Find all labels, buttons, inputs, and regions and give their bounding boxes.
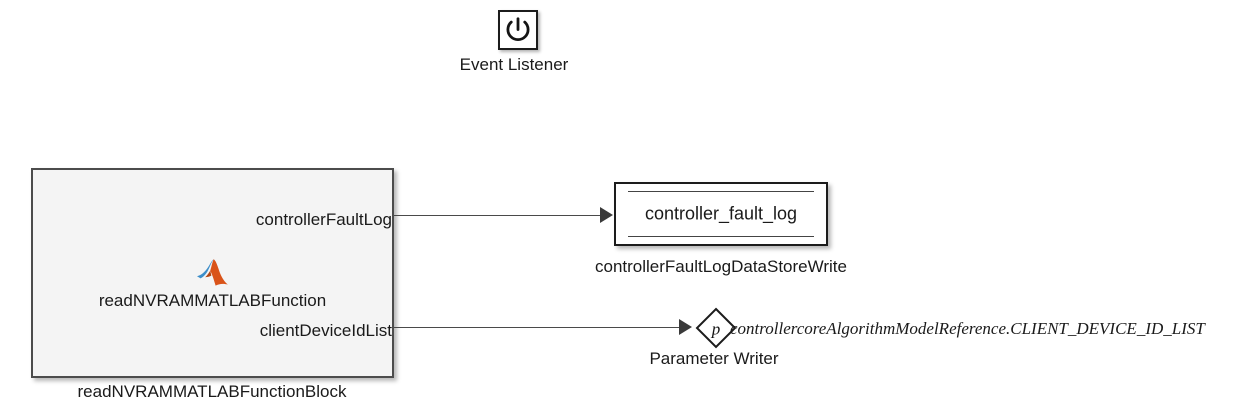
data-store-name: controller_fault_log [644,203,798,224]
matlab-function-block-label: readNVRAMMATLABFunctionBlock [77,382,347,401]
parameter-writer-diamond-icon: p [695,307,737,349]
matlab-logo-icon [196,258,230,290]
data-store-write-block[interactable]: controller_fault_log [614,182,828,246]
signal-line-controllerfaultlog[interactable] [394,215,610,216]
signal-line-clientdeviceidlist[interactable] [394,327,690,328]
output-port-label-clientdeviceidlist: clientDeviceIdList [259,321,392,340]
output-port-label-controllerfaultlog: controllerFaultLog [255,210,392,229]
event-listener-label: Event Listener [459,55,569,74]
svg-text:p: p [711,320,721,339]
data-store-rule-top [628,191,814,192]
signal-arrow-controllerfaultlog [600,207,613,223]
data-store-write-block-label: controllerFaultLogDataStoreWrite [595,257,847,276]
signal-arrow-clientdeviceidlist [679,319,692,335]
matlab-function-name: readNVRAMMATLABFunction [98,291,327,310]
power-icon [506,17,530,41]
event-listener-block[interactable] [498,10,538,50]
matlab-function-block[interactable]: readNVRAMMATLABFunction controllerFaultL… [31,168,394,378]
parameter-writer-expression: controllercoreAlgorithmModelReference.CL… [730,319,1205,338]
data-store-rule-bottom [628,236,814,237]
parameter-writer-block-label: Parameter Writer [649,349,779,368]
parameter-writer-block[interactable]: p [693,305,739,351]
